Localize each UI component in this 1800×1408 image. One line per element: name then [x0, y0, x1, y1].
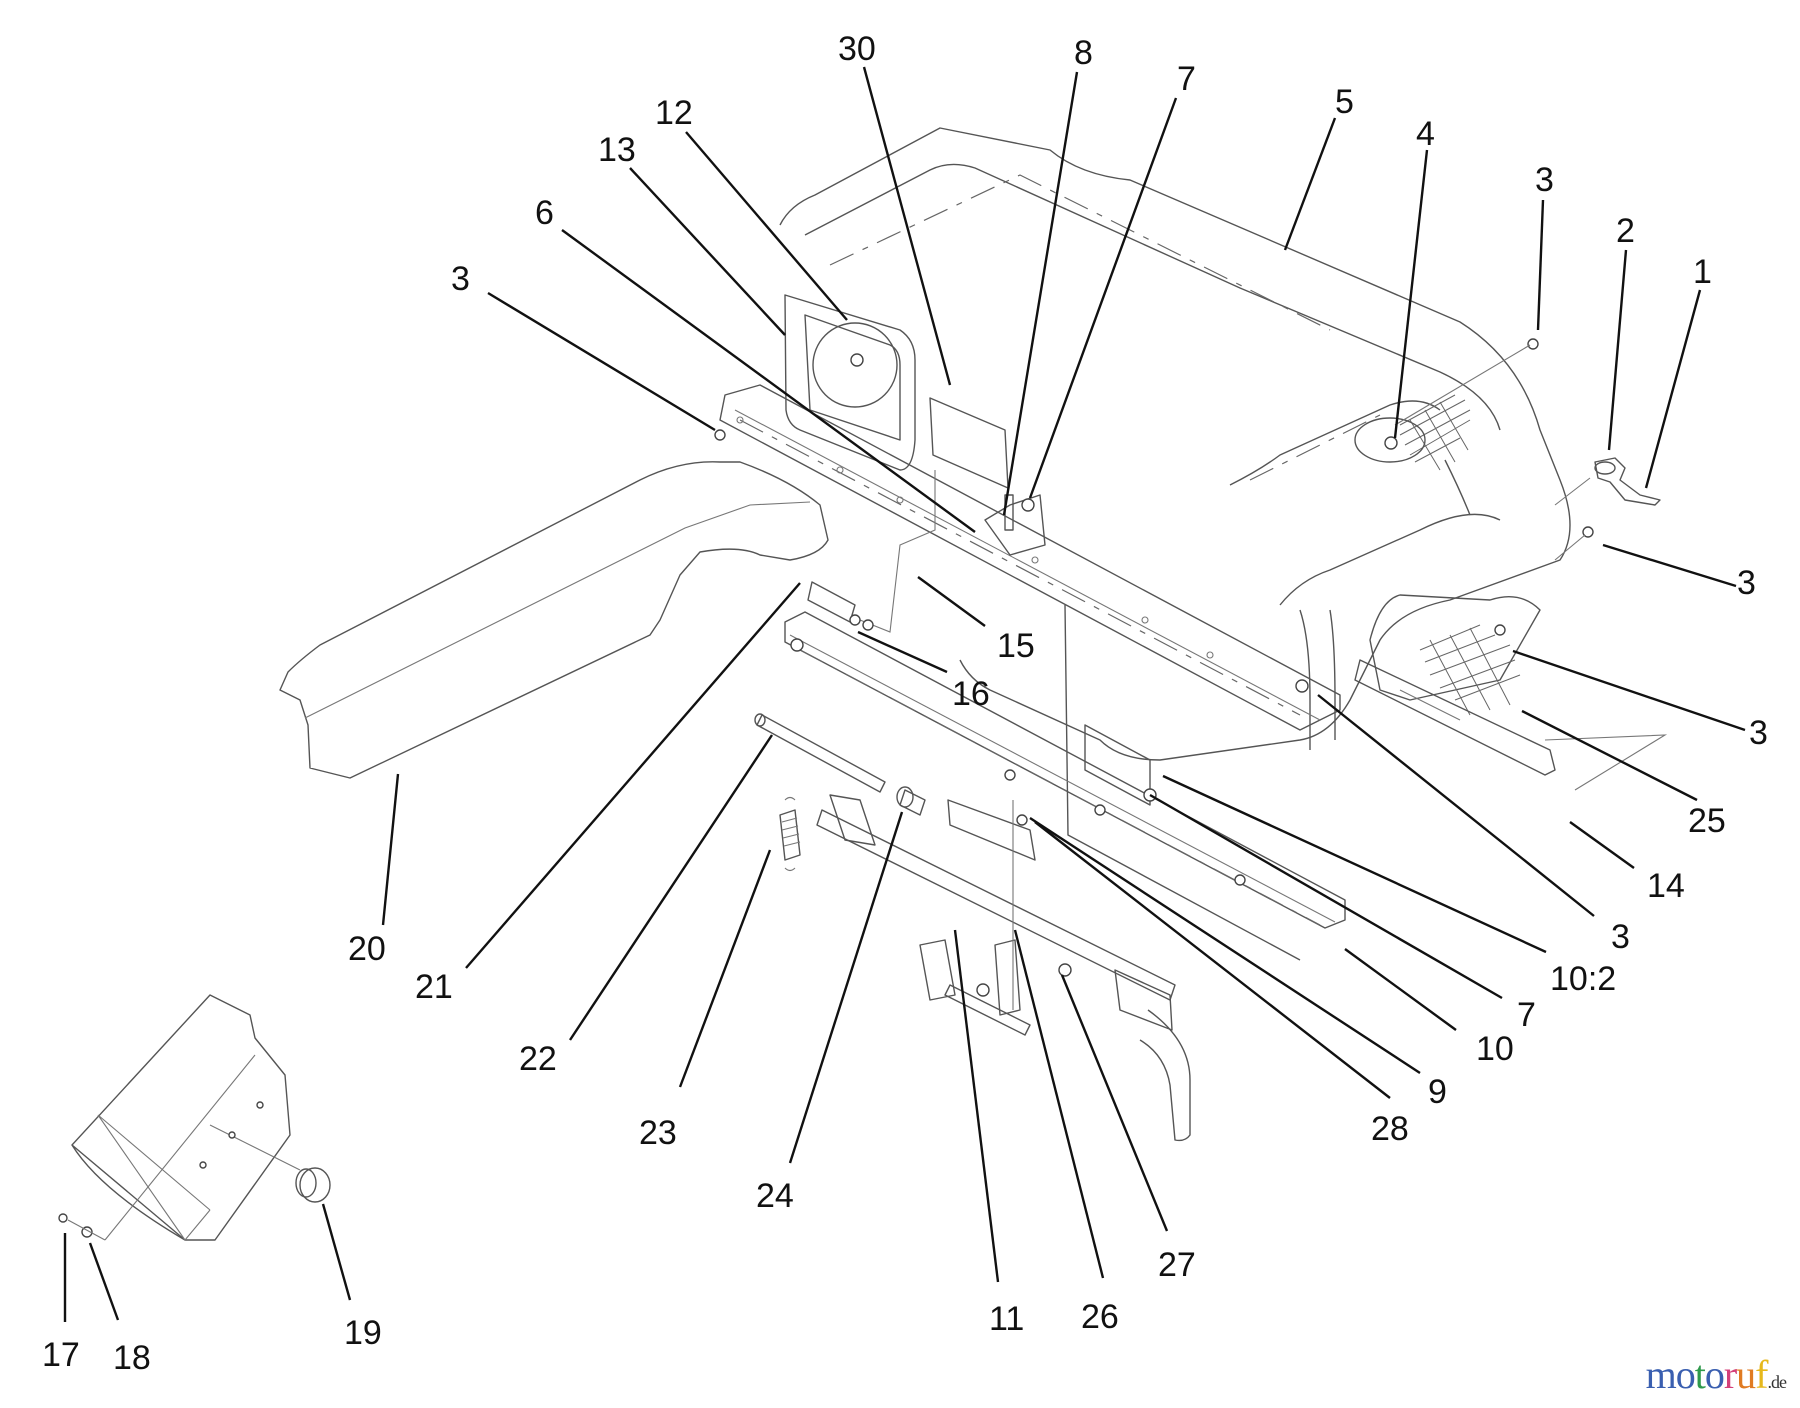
callout-16: 16 [952, 675, 990, 713]
watermark-letter: t [1694, 1352, 1706, 1397]
callout-7: 7 [1177, 60, 1196, 98]
callout-24: 24 [756, 1177, 794, 1215]
watermark-tld: .de [1767, 1372, 1787, 1392]
callout-23: 23 [639, 1114, 677, 1152]
callout-10-2: 10:2 [1550, 960, 1616, 998]
callout-4: 4 [1416, 115, 1435, 153]
watermark-letter: u [1736, 1352, 1756, 1397]
fender-part-20 [279, 461, 829, 779]
callout-13: 13 [598, 131, 636, 169]
callout-3: 3 [1749, 714, 1768, 752]
watermark-letter: f [1755, 1352, 1768, 1397]
leader-lines [63, 66, 1746, 1322]
callout-8: 8 [1074, 34, 1093, 72]
callout-21: 21 [415, 968, 453, 1006]
grille-lower-part-25 [1419, 624, 1521, 716]
decal-part-30 [929, 397, 1009, 489]
grille-upper [1399, 394, 1471, 471]
callout-20: 20 [348, 930, 386, 968]
front-panel [719, 294, 1341, 961]
callout-26: 26 [1081, 1298, 1119, 1336]
knob-part-4 [1384, 436, 1398, 450]
callout-6: 6 [535, 194, 554, 232]
callout-11: 11 [989, 1300, 1024, 1338]
screw-part-17 [58, 1213, 68, 1223]
callout-3: 3 [1611, 918, 1630, 956]
callout-10: 10 [1476, 1030, 1514, 1068]
callout-30: 30 [838, 30, 876, 68]
callout-15: 15 [997, 627, 1035, 665]
chute-assembly [58, 994, 331, 1241]
callout-28: 28 [1371, 1110, 1409, 1148]
callout-9: 9 [1428, 1073, 1447, 1111]
spring-part-23 [779, 796, 801, 872]
callout-18: 18 [113, 1339, 151, 1377]
watermark-letter: o [1675, 1352, 1696, 1397]
rod-part-22 [754, 713, 886, 793]
watermark-letter: m [1645, 1352, 1677, 1397]
callout-3: 3 [1737, 564, 1756, 602]
watermark-letter: o [1704, 1352, 1725, 1397]
rod-part-15 [859, 470, 936, 633]
bracket-part-14 [1354, 659, 1668, 791]
callout-19: 19 [344, 1314, 382, 1352]
panel-holes [736, 416, 1214, 659]
callout-25: 25 [1688, 802, 1726, 840]
side-rail-part-10 [784, 611, 1346, 929]
latch-part-1-2 [1554, 457, 1661, 506]
fasteners-part-3 [714, 338, 1594, 693]
callout-1: 1 [1693, 253, 1712, 291]
callout-17: 17 [42, 1336, 80, 1374]
callout-2: 2 [1616, 212, 1635, 250]
bushing-part-16 [807, 581, 874, 631]
hood-part-5 [779, 127, 1571, 761]
lever-assembly [816, 794, 1191, 1142]
callout-labels: 30 8 7 5 4 3 2 1 12 13 6 3 3 3 25 14 3 1… [42, 30, 1768, 1377]
callout-3: 3 [451, 260, 470, 298]
callout-22: 22 [519, 1040, 557, 1078]
watermark-letter: r [1723, 1352, 1737, 1397]
watermark-logo: motoruf.de [1645, 1351, 1787, 1398]
callout-5: 5 [1335, 83, 1354, 121]
callout-7: 7 [1517, 996, 1536, 1034]
spacer-part-24 [896, 786, 926, 816]
callout-3: 3 [1535, 161, 1554, 199]
callout-12: 12 [655, 94, 693, 132]
callout-14: 14 [1647, 867, 1685, 905]
callout-27: 27 [1158, 1246, 1196, 1284]
cap-part-19 [295, 1167, 331, 1203]
